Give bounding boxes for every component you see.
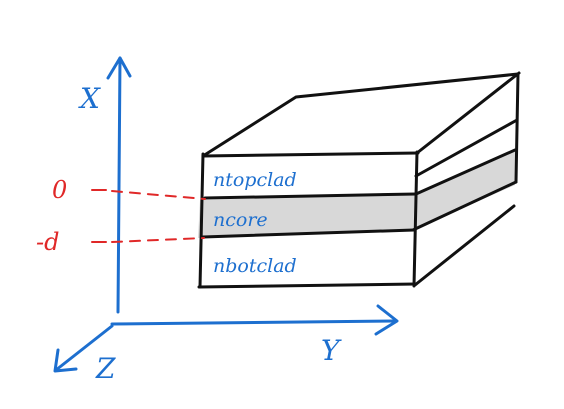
z-axis-label: Z bbox=[95, 352, 116, 385]
z-axis-arrowhead bbox=[53, 348, 78, 373]
marker-d-dash bbox=[111, 237, 205, 243]
axes bbox=[53, 56, 399, 373]
core-label: ncore bbox=[213, 209, 268, 231]
top-cladding-label: ntopclad bbox=[213, 169, 297, 191]
bottom-cladding-label: nbotclad bbox=[213, 255, 297, 277]
z-axis-line bbox=[54, 324, 114, 372]
x-axis-line bbox=[116, 56, 122, 314]
y-axis-label: Y bbox=[321, 334, 342, 367]
depth-markers bbox=[91, 189, 206, 243]
slab-outline bbox=[197, 71, 521, 289]
x-axis-arrowhead bbox=[106, 56, 132, 80]
core-layer-side bbox=[413, 150, 515, 230]
y-axis-arrowhead bbox=[374, 304, 399, 336]
core-layer-front bbox=[198, 194, 415, 238]
marker-d-label: -d bbox=[36, 228, 59, 256]
marker-0-label: 0 bbox=[52, 176, 67, 204]
marker-0-dash bbox=[111, 190, 206, 200]
y-axis-line bbox=[110, 319, 397, 326]
x-axis-label: X bbox=[78, 82, 101, 115]
